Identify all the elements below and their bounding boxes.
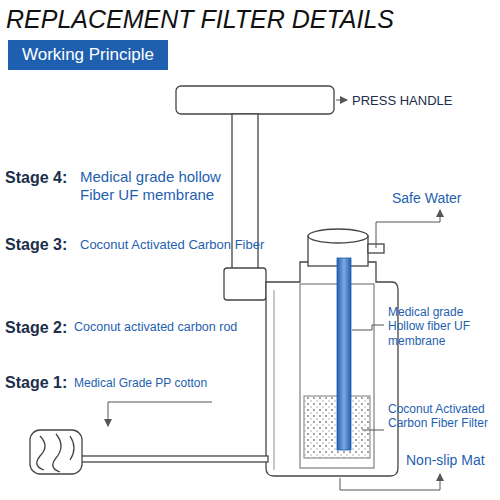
tab-text: Working Principle bbox=[22, 45, 154, 65]
part-label: Safe Water bbox=[392, 190, 492, 207]
stage-number: Stage 4: bbox=[5, 168, 67, 187]
heading-tab: Working Principle bbox=[8, 40, 168, 70]
part-label: Medical grade Hollow fiber UF membrane bbox=[388, 305, 496, 348]
stage-number: Stage 2: bbox=[5, 318, 67, 337]
stage-text: Medical Grade PP cotton bbox=[74, 376, 254, 390]
part-label: PRESS HANDLE bbox=[352, 93, 492, 109]
part-label: Non-slip Mat bbox=[406, 452, 496, 469]
diagram-title: REPLACEMENT FILTER DETAILS bbox=[6, 4, 394, 34]
part-label: Coconut Activated Carbon Fiber Filter bbox=[388, 402, 496, 431]
stage-text: Coconut activated carbon rod bbox=[74, 320, 259, 335]
stage-text: Medical grade hollow Fiber UF membrane bbox=[80, 168, 258, 204]
stage-text: Coconut Activated Carbon Fiber bbox=[80, 237, 270, 253]
stage-number: Stage 1: bbox=[5, 373, 67, 392]
stage-number: Stage 3: bbox=[5, 235, 67, 254]
